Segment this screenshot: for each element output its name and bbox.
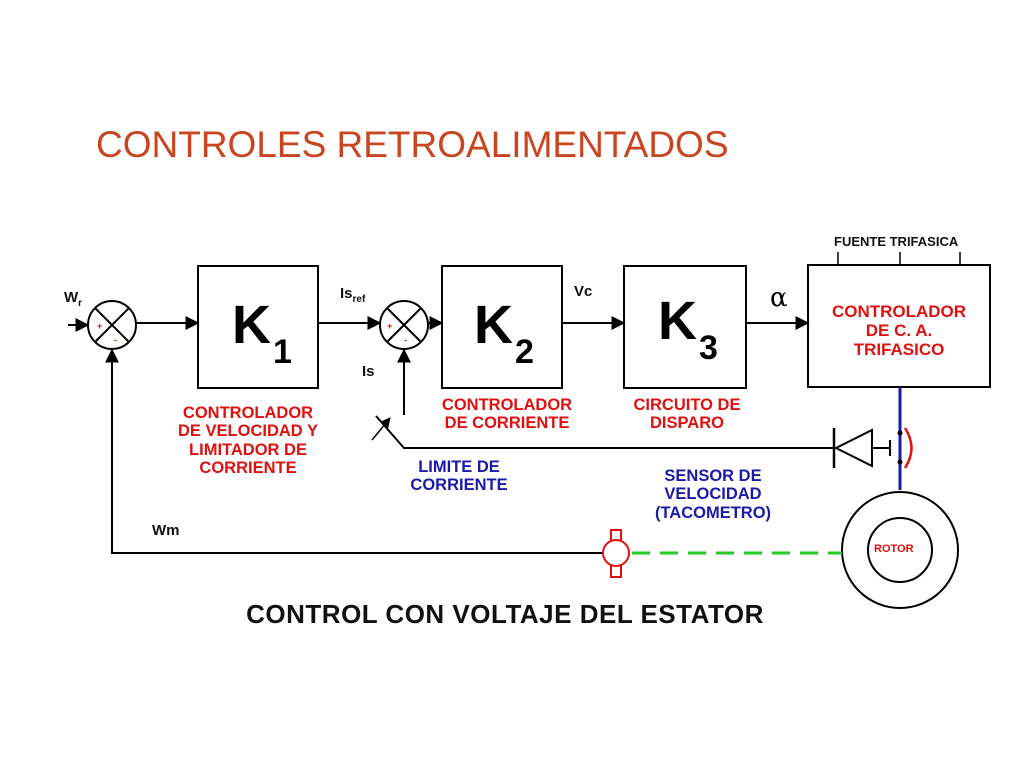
sum2-minus: - bbox=[404, 335, 407, 345]
signal-isref: Isref bbox=[340, 285, 366, 305]
page-title: CONTROLES RETROALIMENTADOS bbox=[96, 124, 729, 165]
sum2-plus: + bbox=[387, 321, 393, 331]
summing-junction-1 bbox=[87, 300, 137, 350]
signal-vc: Vc bbox=[574, 283, 593, 300]
controller-label: CONTROLADOR DE C. A. TRIFASICO bbox=[831, 302, 967, 360]
caption-k2: CONTROLADOR DE CORRIENTE bbox=[441, 396, 573, 433]
diode-icon bbox=[832, 428, 890, 468]
rotor-label: ROTOR bbox=[874, 543, 914, 555]
caption-k3: CIRCUITO DE DISPARO bbox=[633, 396, 741, 433]
caption-sensor: SENSOR DE VELOCIDAD (TACOMETRO) bbox=[654, 467, 772, 522]
k3-label: K3 bbox=[658, 291, 718, 367]
current-sensor-icon bbox=[889, 427, 913, 469]
sum1-minus: - bbox=[114, 335, 117, 345]
sum1-plus: + bbox=[97, 321, 103, 331]
signal-is: Is bbox=[362, 363, 375, 380]
speed-feedback-line bbox=[105, 348, 604, 554]
current-limit-adjust bbox=[371, 417, 391, 441]
signal-wm: Wm bbox=[152, 522, 180, 539]
tachometer-icon bbox=[602, 529, 630, 578]
caption-limit: LIMITE DE CORRIENTE bbox=[410, 458, 508, 495]
caption-k1: CONTROLADOR DE VELOCIDAD Y LIMITADOR DE … bbox=[178, 404, 318, 478]
k2-label: K2 bbox=[474, 295, 534, 371]
k1-label: K1 bbox=[232, 295, 292, 371]
motor-icon bbox=[841, 491, 959, 609]
supply-label: FUENTE TRIFASICA bbox=[834, 234, 959, 249]
footer-title: CONTROL CON VOLTAJE DEL ESTATOR bbox=[246, 599, 764, 629]
signal-alpha: α bbox=[770, 283, 788, 313]
signal-wr: Wr bbox=[64, 289, 83, 309]
